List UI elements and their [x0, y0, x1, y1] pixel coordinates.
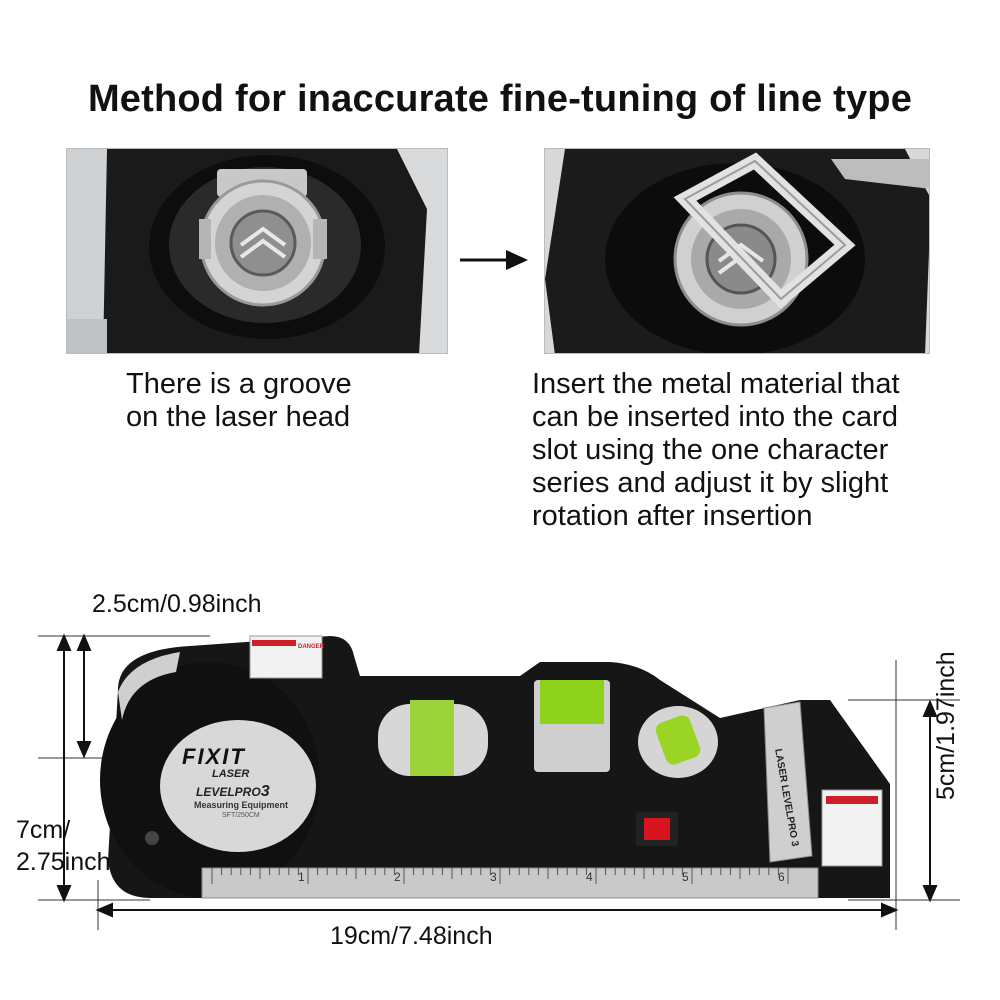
- laser-level-illustration: [38, 633, 960, 930]
- ruler-number: 5: [682, 870, 689, 884]
- model-label: LEVELPRO3: [196, 783, 270, 800]
- page-title: Method for inaccurate fine-tuning of lin…: [87, 78, 913, 120]
- dim-length: 19cm/7.48inch: [330, 922, 493, 950]
- dim-height-top: 2.5cm/0.98inch: [92, 590, 262, 618]
- laser-head-groove-photo: [66, 148, 448, 354]
- metal-card-inserted-photo: [544, 148, 930, 354]
- ruler-number: 6: [778, 870, 785, 884]
- ruler-number: 1: [298, 870, 305, 884]
- laser-label: LASER: [212, 768, 250, 780]
- spec-label: SFT/250CM: [222, 812, 260, 819]
- dim-height-right: 5cm/1.97inch: [932, 651, 960, 800]
- sub-label: Measuring Equipment: [194, 800, 289, 810]
- ruler-number: 2: [394, 870, 401, 884]
- warning-label: DANGER: [298, 644, 325, 650]
- dimension-diagram: FIXIT LASER LEVELPRO3 Measuring Equipmen…: [0, 580, 1000, 1000]
- step-1-caption: There is a groove on the laser head: [126, 368, 352, 433]
- ruler-number: 3: [490, 870, 497, 884]
- arrow-right-icon: [460, 250, 528, 270]
- ruler-number: 4: [586, 870, 593, 884]
- dim-height-total: 7cm/ 2.75inch: [16, 816, 111, 876]
- brand-label: FIXIT: [182, 744, 246, 769]
- step-2-caption: Insert the metal material that can be in…: [532, 368, 900, 532]
